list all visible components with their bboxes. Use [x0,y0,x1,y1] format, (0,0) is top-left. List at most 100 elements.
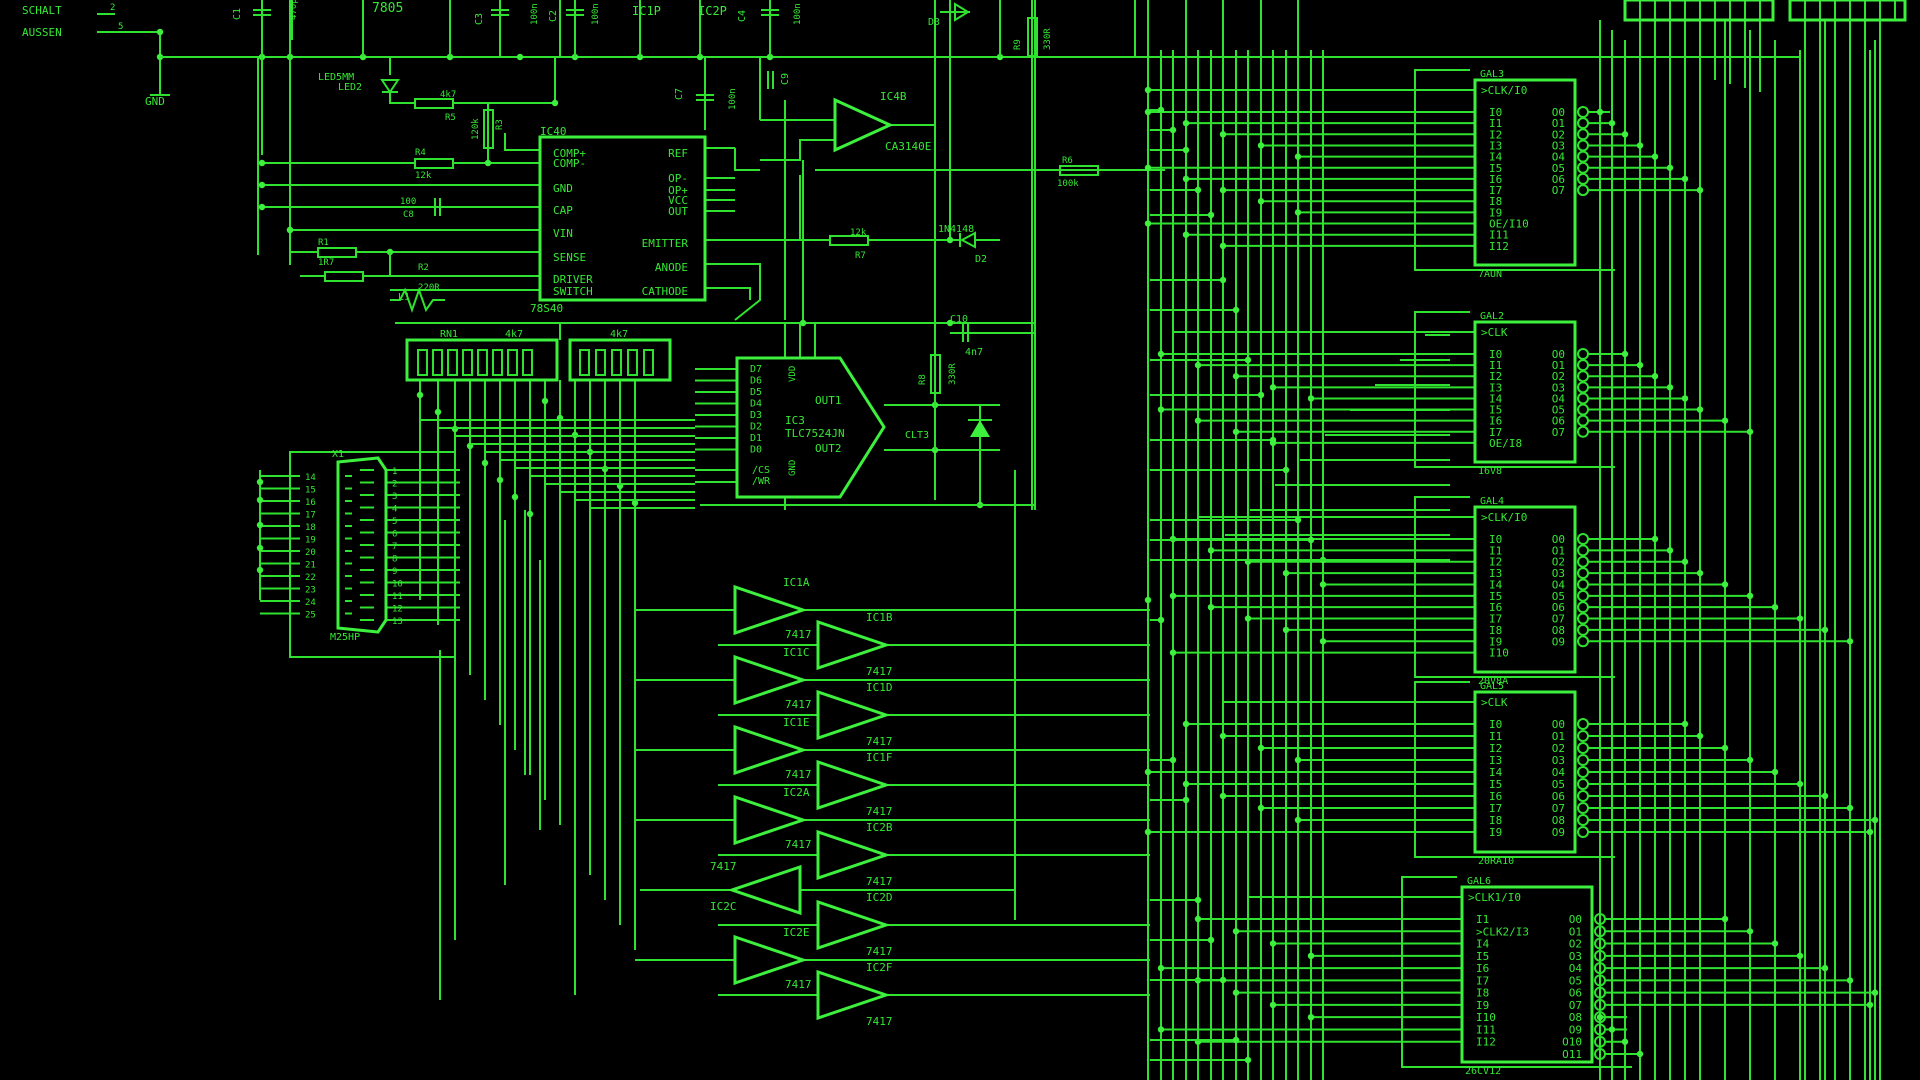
label: IC2C [710,900,737,913]
label: I1 [1476,913,1489,926]
junction-dot [1796,952,1804,960]
junction-dot [946,236,954,244]
label: 100n [728,88,738,110]
junction-dot [1144,220,1152,227]
resistor-r1 [317,247,357,258]
junction-dot [1307,395,1315,402]
junction-dot [1257,744,1265,752]
label: 1N4148 [938,224,974,235]
junction-dot [1821,964,1829,972]
junction-dot [1207,547,1215,554]
resistor-r2 [324,271,364,282]
ic40-body [538,135,707,302]
label: O2 [1552,128,1565,141]
label: O8 [1569,1011,1582,1024]
label: O5 [1569,974,1582,987]
junction-dot [1144,768,1152,776]
output-pin-loop [1594,986,1606,999]
output-pin-loop [1577,106,1589,118]
label: I9 [1489,206,1502,219]
junction-dot [256,478,264,486]
label: IC1P [632,4,661,18]
label: 4 [392,505,397,515]
junction-dot [1666,164,1674,171]
wire [1414,311,1615,468]
label: O6 [1552,790,1565,803]
label: 1R7 [318,258,334,268]
output-pin-loop [1577,635,1589,648]
output-pin-loop [1577,742,1589,754]
buffer-ic2d [816,899,891,951]
junction-dot [1232,1036,1240,1044]
label: VIN [553,227,573,240]
label: 3 [392,492,397,502]
output-pin-loop [1577,612,1589,625]
output-pin-loop [1577,533,1589,545]
label: IC2D [866,891,893,904]
junction-dot [1282,466,1290,474]
label: O7 [1552,426,1565,439]
label: TLC7524JN [785,427,845,440]
label: O10 [1562,1036,1582,1049]
label: I7 [1489,613,1502,626]
label: OE/I10 [1489,218,1529,231]
junction-dot [1207,936,1215,944]
label: D1 [750,433,762,444]
label: I7 [1476,974,1489,987]
label: C1 [232,8,243,20]
wire [504,133,540,151]
rn1-element [417,349,428,376]
label: GAL6 [1467,876,1491,887]
wires [97,0,1896,1080]
label: 25 [305,611,316,621]
junction-dot [1257,142,1265,149]
label: R4 [415,148,426,158]
output-pin-loop [1577,128,1589,141]
label: D4 [750,399,762,410]
label: COMP- [553,157,586,170]
label: 7417 [866,805,893,818]
label: VCC [668,194,688,207]
label: I5 [1489,590,1502,603]
label: I1 [1489,359,1502,372]
label: OP+ [668,184,688,197]
db25-connector-body [336,456,388,634]
output-pin-loop [1577,826,1589,838]
junction-dot [1771,603,1779,611]
label: 15 [305,486,316,496]
wire [734,263,761,321]
label: O1 [1552,117,1565,130]
junction-dot [1157,350,1165,358]
junction-dot [541,397,549,405]
label: I12 [1476,1036,1496,1049]
label: I5 [1476,950,1489,963]
label: 78S40 [530,302,563,315]
label: I2 [1489,128,1502,141]
output-pin-loop [1577,555,1589,568]
junction-dot [1621,350,1629,358]
junction-dot [1219,186,1227,194]
resistor-r7 [829,235,869,246]
label: SENSE [553,251,586,264]
label: 4k7 [505,329,523,340]
label: 1 [392,467,397,477]
rn1-element [462,349,473,376]
rn2-element [611,349,622,376]
label: 6 [392,530,397,540]
label: O6 [1552,173,1565,186]
label: O0 [1552,348,1565,361]
junction-dot [1608,119,1616,127]
resistor-r8 [930,354,941,394]
label: O7 [1552,802,1565,815]
junction-dot [1169,756,1177,764]
junction-dot [1771,768,1779,776]
junction-dot [1846,977,1854,984]
output-pin-loop [1594,974,1606,987]
label: O3 [1552,567,1565,580]
wire [390,286,445,314]
junction-dot [1294,816,1302,824]
label: D6 [750,376,762,387]
rn1-element [477,349,488,376]
junction-dot [1144,828,1152,836]
label: GAL4 [1480,496,1504,507]
